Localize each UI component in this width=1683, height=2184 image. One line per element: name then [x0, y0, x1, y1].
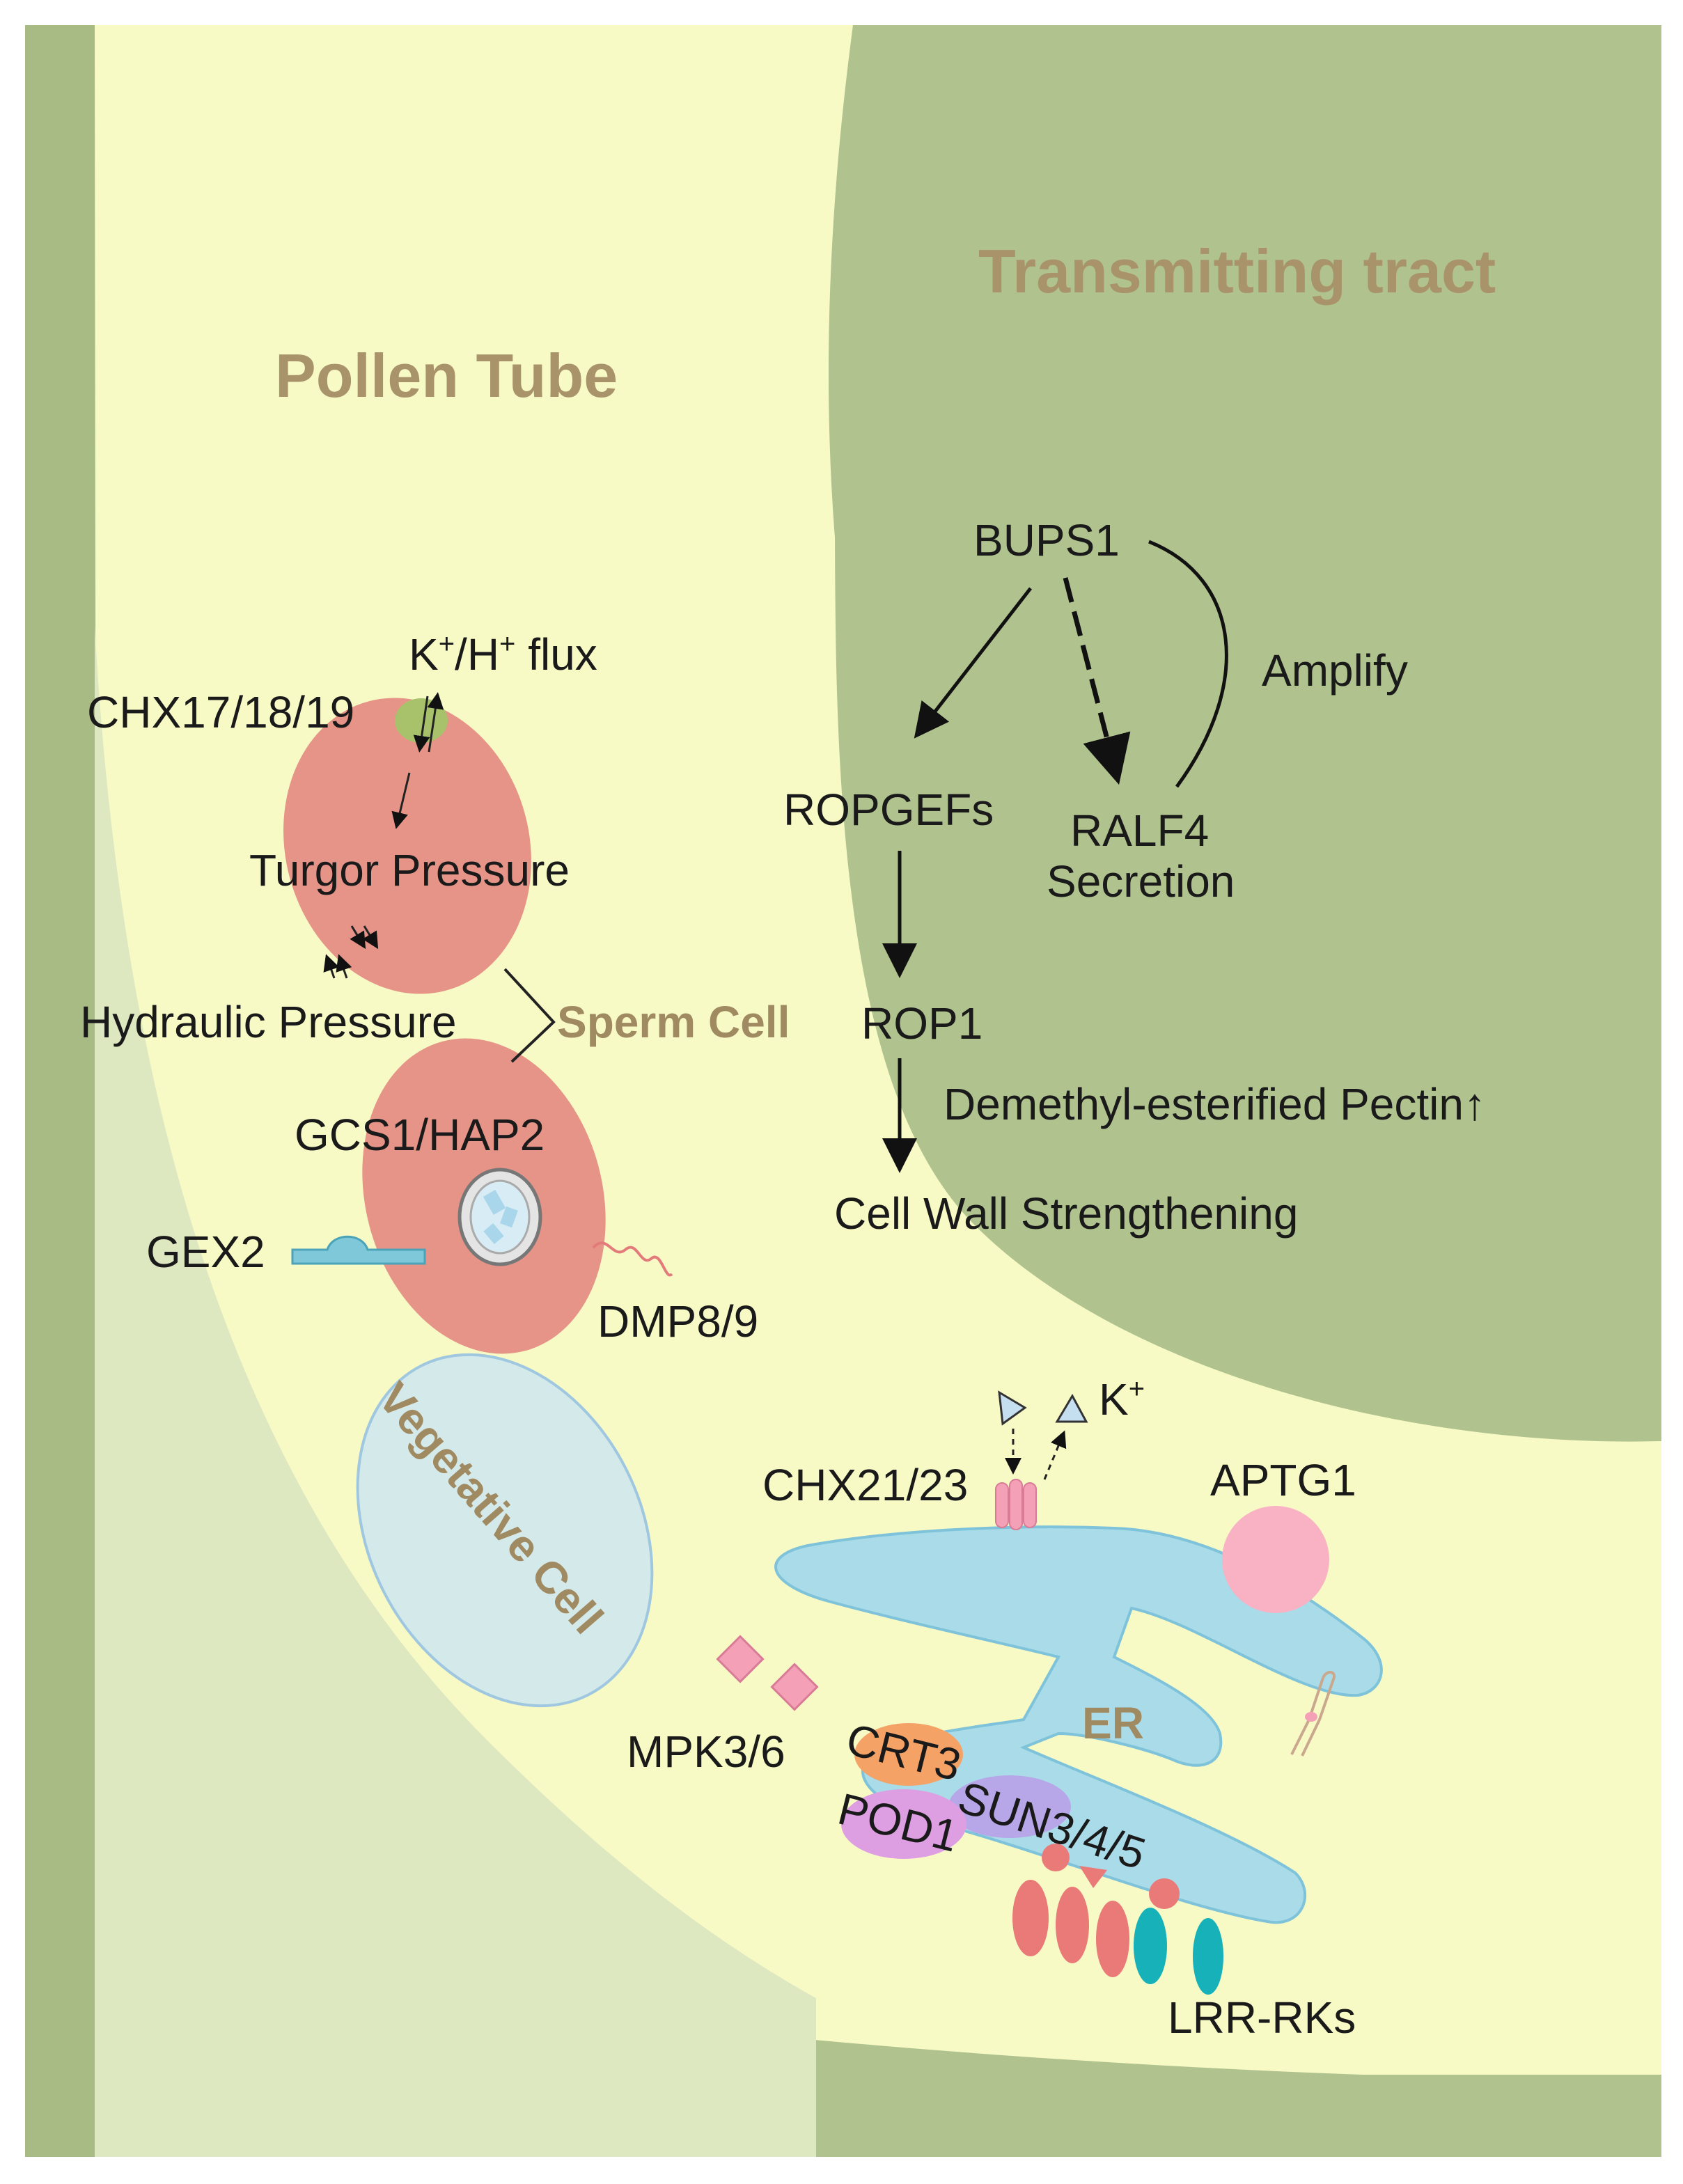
sperm-cell-upper: [283, 698, 531, 994]
pollen-tube-title: Pollen Tube: [275, 341, 618, 410]
k-plus-label: K+: [1099, 1374, 1145, 1424]
turgor-arrow-icon: [391, 772, 411, 829]
membrane-protein-icon: [1290, 1671, 1336, 1757]
hydraulic-arrow-1-icon: [350, 925, 366, 950]
sperm-cell-bracket: [503, 968, 556, 1063]
k-triangle-in-icon: [998, 1390, 1027, 1426]
k-h-flux-label: K+/H+ flux: [409, 629, 597, 679]
gex2-label: GEX2: [146, 1227, 265, 1277]
lrr-rk-5-icon: [1193, 1918, 1223, 1995]
lrr-rk-2-head-icon: [1079, 1866, 1107, 1888]
arrow-bups1-to-ralf4: [1063, 577, 1131, 785]
hydraulic-arrow-3-icon: [323, 954, 340, 979]
mpk-diamond-1-icon: [716, 1635, 765, 1683]
dmp-label: DMP8/9: [597, 1296, 758, 1346]
transmitting-tract-region: [835, 25, 1661, 1442]
k-triangle-out-icon: [1055, 1393, 1088, 1423]
rop1-label: ROP1: [861, 998, 983, 1048]
hydraulic-arrow-2-icon: [362, 925, 379, 950]
bups1-label: BUPS1: [973, 515, 1120, 565]
bottom-left-band: [95, 2040, 816, 2157]
amplify-label: Amplify: [1262, 645, 1408, 696]
vegetative-cell: [356, 1353, 654, 1708]
arrow-bups1-to-ropgefs: [914, 587, 1032, 739]
dmp-protein-icon: [592, 1241, 673, 1277]
transmitting-tract-title: Transmitting tract: [978, 237, 1496, 306]
hydraulic-arrow-4-icon: [336, 954, 352, 979]
aptg1-protein-icon: [1222, 1506, 1329, 1613]
turgor-pressure-label: Turgor Pressure: [249, 845, 570, 895]
lrr-rk-1-head-icon: [1042, 1844, 1070, 1871]
hydraulic-pressure-label: Hydraulic Pressure: [80, 997, 457, 1047]
secretion-label: Secretion: [1047, 856, 1235, 906]
crt3-protein-icon: [854, 1723, 963, 1786]
mpk-label: MPK3/6: [627, 1727, 785, 1777]
lrr-rks-label: LRR-RKs: [1168, 1993, 1356, 2043]
er-organelle: [774, 1525, 1383, 1924]
membrane-protein-bead-icon: [1305, 1712, 1317, 1722]
sperm-cell-label: Sperm Cell: [557, 997, 790, 1047]
pollen-tube-lower-shade: [95, 627, 816, 2157]
lrr-rk-4-icon: [1134, 1908, 1167, 1984]
lrr-rk-1-icon: [1012, 1880, 1049, 1956]
lrr-rk-2-icon: [1056, 1887, 1089, 1963]
k-out-arrow-icon: [1043, 1430, 1067, 1480]
bottom-band: [816, 2075, 1661, 2157]
chx17-label: CHX17/18/19: [87, 687, 354, 737]
amplify-arc: [1148, 540, 1228, 788]
pectin-label: Demethyl-esterified Pectin↑: [944, 1079, 1486, 1129]
chx21-channel-2-icon: [1009, 1479, 1023, 1530]
er-label: ER: [1082, 1698, 1144, 1748]
mpk-diamond-2-icon: [770, 1663, 819, 1711]
gcs1-label: GCS1/HAP2: [295, 1110, 545, 1160]
lrr-rk-3-head-icon: [1149, 1878, 1180, 1909]
left-strip: [25, 25, 95, 2157]
nucleus-fragment-3-icon: [483, 1223, 504, 1244]
aptg1-label: APTG1: [1210, 1455, 1356, 1505]
gex2-protein-icon: [291, 1235, 426, 1265]
chx21-channel-1-icon: [995, 1482, 1009, 1528]
nucleus-fragment-2-icon: [500, 1206, 518, 1228]
sperm-nucleus-inner-icon: [469, 1179, 531, 1255]
cell-wall-label: Cell Wall Strengthening: [834, 1188, 1298, 1239]
ralf4-label: RALF4: [1070, 806, 1209, 856]
ropgefs-label: ROPGEFs: [783, 785, 994, 835]
chx21-channel-3-icon: [1023, 1482, 1037, 1528]
flux-arrow-down-icon: [413, 696, 430, 753]
sun-protein-icon: [948, 1775, 1071, 1838]
pod1-protein-icon: [841, 1789, 966, 1859]
chx21-label: CHX21/23: [762, 1460, 968, 1510]
nucleus-fragment-1-icon: [483, 1190, 506, 1215]
lrr-rk-3-icon: [1096, 1901, 1129, 1977]
flux-arrow-up-icon: [427, 692, 444, 753]
